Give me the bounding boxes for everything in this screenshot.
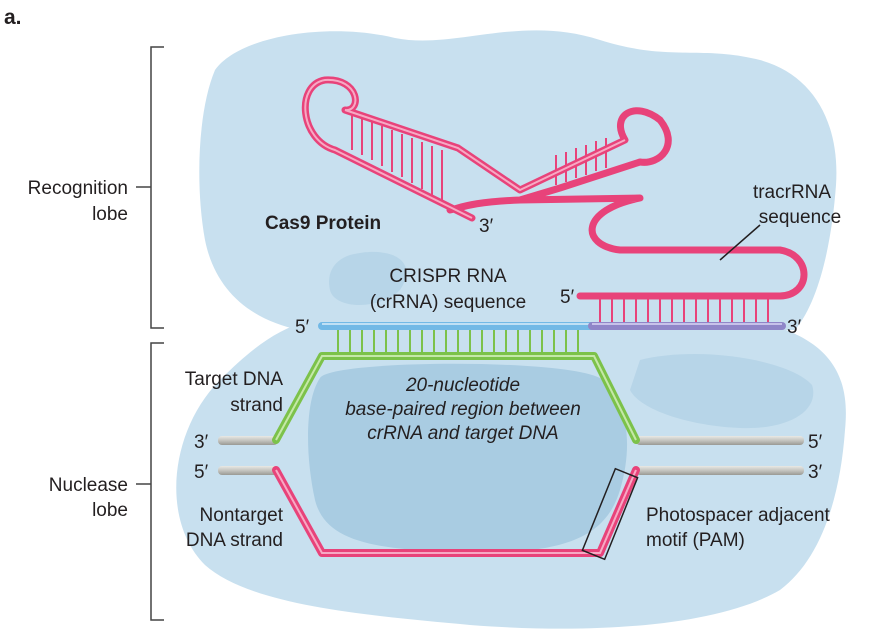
crRNA-5prime: 5′ xyxy=(295,317,310,338)
rna-3prime-top: 3′ xyxy=(479,216,494,237)
nontarget-strand-label: Nontarget xyxy=(200,505,284,526)
cas9-protein xyxy=(176,30,846,629)
panel-label: a. xyxy=(4,6,22,29)
tracrRNA-pointer xyxy=(719,224,761,261)
pam-box xyxy=(581,467,639,561)
nontarget-dna-highlight xyxy=(275,469,637,554)
target-left-3prime: 3′ xyxy=(194,432,209,453)
base-paired-label-3: crRNA and target DNA xyxy=(367,423,558,444)
recognition-lobe-label: Recognition xyxy=(28,178,128,199)
target-strand-label-2: strand xyxy=(230,395,283,416)
pam-label-2: motif (PAM) xyxy=(646,530,745,551)
protein-label: Cas9 Protein xyxy=(265,213,381,234)
base-paired-label: 20-nucleotide xyxy=(405,375,520,396)
nuclease-bracket xyxy=(136,342,164,621)
nuclease-lobe-label: Nuclease xyxy=(49,475,128,496)
nuclease-lobe-label-2: lobe xyxy=(92,500,128,521)
target-strand-label: Target DNA xyxy=(185,369,284,390)
protein-groove-upper xyxy=(329,251,407,305)
tracr-5prime: 5′ xyxy=(560,287,575,308)
tracrRNA-strand xyxy=(301,76,808,322)
tracrRNA-label: tracrRNA xyxy=(753,182,831,203)
tracrRNA-inner xyxy=(304,78,626,219)
nontarget-right-3prime: 3′ xyxy=(808,462,823,483)
nontarget-left-5prime: 5′ xyxy=(194,462,209,483)
pam-label: Photospacer adjacent xyxy=(646,505,831,526)
crRNA-label-2: (crRNA) sequence xyxy=(370,292,526,313)
nontarget-strand-label-2: DNA strand xyxy=(186,530,283,551)
tracrRNA-label-2: sequence xyxy=(759,207,841,228)
duplex-rungs xyxy=(599,298,769,322)
recognition-lobe-label-2: lobe xyxy=(92,204,128,225)
dna-ends xyxy=(218,436,804,475)
crRNA-strand xyxy=(318,322,786,352)
crRNA-label: CRISPR RNA xyxy=(389,266,507,287)
crRNA-target-rungs xyxy=(337,330,579,352)
base-paired-label-2: base-paired region between xyxy=(345,399,581,420)
recognition-lobe-shape xyxy=(199,30,837,331)
protein-cleft xyxy=(308,363,628,553)
protein-groove xyxy=(630,354,814,429)
recognition-bracket xyxy=(136,46,164,329)
target-dna-highlight xyxy=(275,355,637,441)
target-right-5prime: 5′ xyxy=(808,432,823,453)
duplex-3prime: 3′ xyxy=(787,317,802,338)
